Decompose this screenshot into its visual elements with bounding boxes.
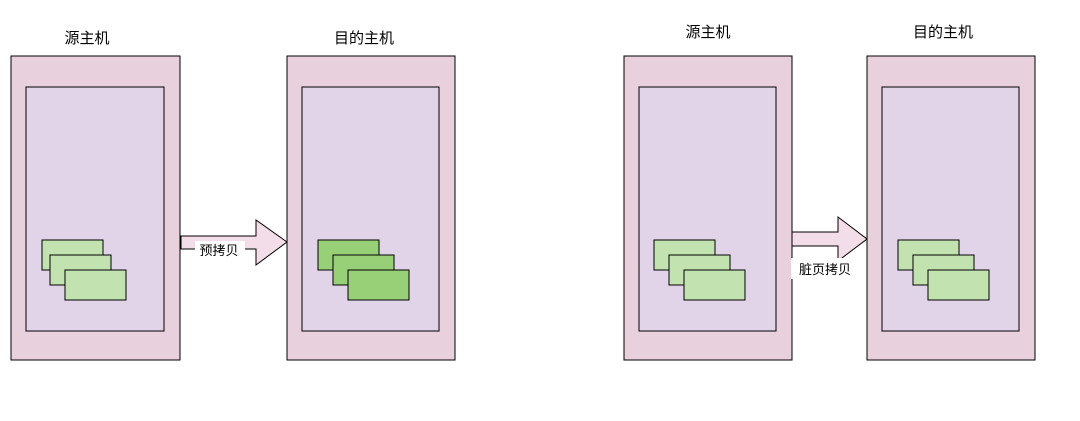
transfer-arrow-2: 脏页拷贝 [791,215,868,279]
target-pages-2 [897,239,990,301]
arrow-label-2: 脏页拷贝 [799,263,851,278]
memory-page [64,269,127,301]
memory-page [347,269,410,301]
source-pages-2 [653,239,746,301]
source-host-label-2: 源主机 [685,23,730,41]
arrow-label-1: 预拷贝 [199,244,238,259]
target-host-label-2: 目的主机 [913,23,973,41]
memory-page [683,269,746,301]
target-pages-1 [317,239,410,301]
transfer-arrow-1: 预拷贝 [180,219,288,266]
source-host-label-1: 源主机 [64,29,109,47]
source-pages-1 [41,239,127,301]
memory-page [927,269,990,301]
target-host-label-1: 目的主机 [334,29,394,47]
